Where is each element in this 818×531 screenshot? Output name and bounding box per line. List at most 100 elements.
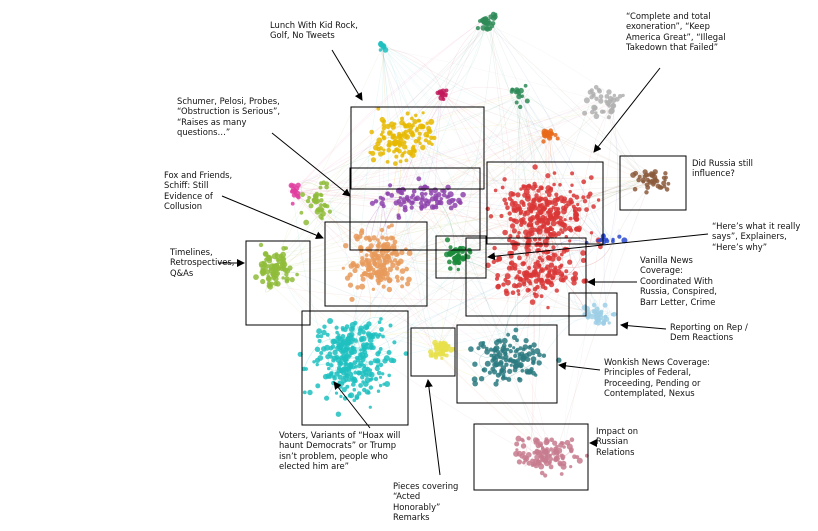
network-node	[354, 355, 360, 361]
network-node	[386, 278, 392, 284]
network-node	[434, 203, 438, 208]
network-node	[504, 201, 509, 206]
network-node	[550, 220, 557, 227]
network-node	[307, 195, 311, 200]
network-node	[375, 269, 381, 275]
network-node	[520, 261, 526, 267]
network-node	[502, 197, 508, 203]
network-node	[542, 133, 547, 138]
network-node	[336, 382, 342, 388]
network-node	[419, 191, 425, 197]
network-node	[379, 317, 383, 321]
network-node	[378, 383, 383, 388]
network-edge	[455, 136, 549, 203]
network-node	[345, 336, 350, 342]
network-node	[593, 113, 600, 120]
network-node	[533, 292, 539, 299]
network-node	[546, 217, 552, 222]
network-node	[266, 254, 270, 258]
network-node	[553, 271, 558, 276]
network-edge	[550, 135, 601, 239]
network-node	[460, 256, 466, 262]
network-node	[406, 250, 413, 256]
network-node	[664, 187, 670, 192]
network-node	[388, 131, 392, 135]
network-node	[410, 132, 416, 138]
network-node	[345, 384, 350, 389]
network-node	[503, 357, 509, 363]
network-edge	[267, 266, 541, 460]
network-node	[386, 225, 391, 229]
network-node	[508, 349, 513, 354]
network-node	[560, 199, 564, 204]
network-edge	[531, 205, 540, 443]
network-node	[440, 356, 444, 360]
network-node	[295, 272, 299, 277]
network-node	[637, 174, 642, 179]
network-edge	[547, 229, 562, 256]
network-node	[381, 334, 385, 339]
network-node	[460, 191, 466, 198]
network-node	[410, 116, 414, 121]
network-node	[518, 346, 523, 351]
network-node	[606, 115, 612, 120]
network-node	[617, 234, 622, 239]
network-node	[562, 445, 566, 449]
annotation-exoneration: “Complete and total exoneration”, “Keep …	[626, 11, 726, 53]
network-node	[439, 197, 444, 201]
network-node	[526, 436, 531, 441]
network-edge	[267, 211, 549, 258]
network-node	[604, 94, 610, 99]
network-edge	[289, 94, 440, 193]
network-edge	[275, 185, 646, 259]
network-node	[510, 290, 516, 296]
network-node	[416, 176, 422, 182]
arrow-schumer	[271, 132, 351, 197]
network-node	[347, 362, 353, 369]
network-node	[533, 278, 539, 284]
network-edge	[439, 20, 496, 344]
highlight-box-layer	[245, 106, 687, 491]
network-node	[581, 195, 586, 200]
network-edge	[444, 86, 520, 98]
network-node	[359, 348, 363, 352]
network-node	[441, 340, 446, 345]
network-node	[420, 144, 426, 151]
network-edge	[379, 41, 389, 268]
network-node	[381, 126, 386, 131]
network-node	[533, 458, 537, 463]
network-edge	[295, 19, 485, 191]
network-edge	[513, 132, 555, 268]
network-node	[598, 98, 604, 104]
network-node	[418, 185, 424, 191]
network-node	[335, 330, 339, 335]
annotation-russia-influence: Did Russia still influence?	[692, 158, 753, 179]
network-edge	[329, 200, 359, 363]
network-edge	[431, 94, 520, 199]
network-node	[568, 239, 572, 243]
network-node	[555, 136, 560, 141]
network-node	[556, 207, 561, 211]
network-node	[387, 373, 392, 378]
network-node	[495, 379, 499, 383]
network-node	[561, 460, 567, 467]
network-node	[589, 231, 594, 235]
network-node	[487, 370, 492, 375]
network-node	[362, 345, 368, 351]
network-node	[334, 391, 339, 395]
box-timelines	[245, 240, 311, 326]
network-node	[375, 255, 380, 260]
network-node	[438, 350, 443, 356]
network-node	[607, 321, 611, 325]
network-node	[543, 473, 548, 478]
network-edge	[350, 95, 444, 375]
network-node	[368, 150, 372, 155]
network-node	[343, 243, 349, 249]
network-node	[303, 219, 310, 226]
network-node	[363, 235, 369, 241]
annotation-schumer: Schumer, Pelosi, Probes, “Obstruction is…	[177, 96, 281, 138]
box-reporting	[568, 292, 618, 336]
network-node	[403, 351, 409, 356]
network-node	[513, 363, 520, 370]
network-node	[284, 268, 291, 274]
